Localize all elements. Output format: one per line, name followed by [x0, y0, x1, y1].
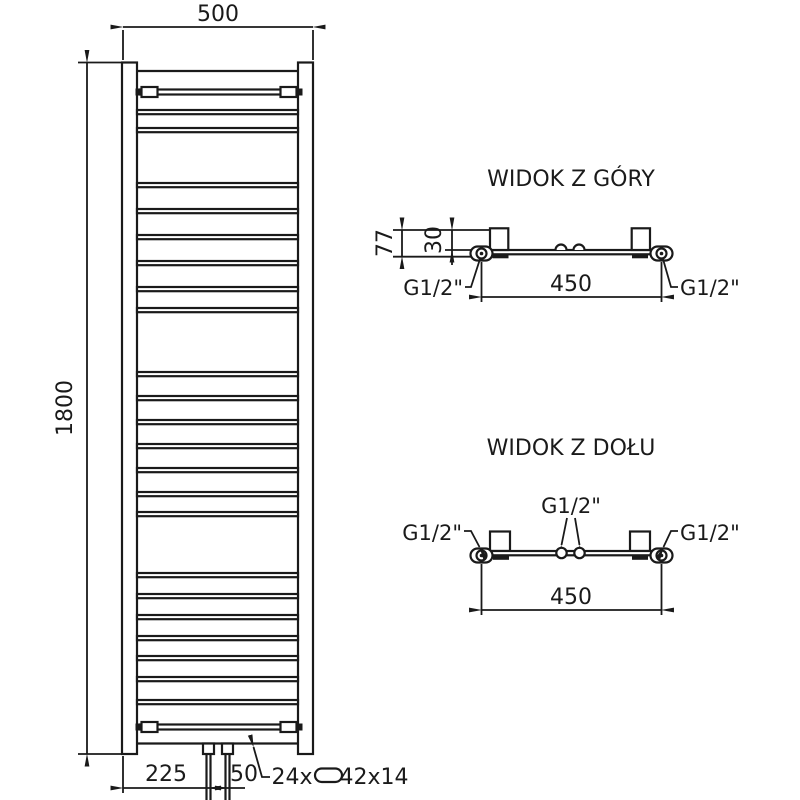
bottom-view: WIDOK Z DOŁU G1/2" G1/2" G1/2" 450 [402, 436, 740, 615]
right-wall-bracket-top-view [630, 227, 652, 252]
right-wall-bracket-bottom-view [628, 530, 652, 553]
bottom-view-center-conn-label: G1/2" [541, 494, 601, 518]
radiator-rung [135, 675, 300, 683]
radiator-rung [135, 285, 300, 293]
vent-bump-right [572, 243, 586, 251]
center-conn-port-right [573, 546, 586, 560]
radiator-rung [135, 466, 300, 474]
radiator-rung [135, 370, 300, 378]
bracket-fitting-right [279, 85, 298, 99]
top-view-right-conn-leader [662, 258, 678, 288]
dim-label-pipe-spacing: 50 [230, 762, 258, 787]
right-connector-dot-bottom-view [659, 553, 664, 558]
rung-tubes [135, 108, 300, 706]
center-conn-leader-left [556, 517, 568, 558]
top-view-left-conn-label: G1/2" [403, 276, 463, 300]
radiator-rung [135, 207, 300, 215]
dim-label-width: 500 [197, 2, 239, 27]
right-connector-dot-top-view [659, 251, 664, 256]
bracket-rung-tube [138, 723, 299, 731]
radiator-rung [135, 418, 300, 426]
bottom-view-left-conn-label: G1/2" [402, 521, 462, 545]
radiator-rung [135, 571, 300, 579]
radiator-rung [135, 442, 300, 450]
right-bracket-foot-top-view [632, 254, 648, 259]
dim-label-height: 1800 [53, 380, 78, 436]
right-pipe-stub [220, 742, 235, 756]
bracket-fitting-left [140, 720, 159, 734]
left-pipe-stub [201, 742, 216, 756]
center-conn-port-left [555, 546, 568, 560]
dim-label-span-top-view: 450 [550, 272, 592, 297]
top-view: WIDOK Z GÓRY 77 30 G1/2" G1/2" 450 [373, 166, 740, 302]
bracket-fitting-left [140, 85, 159, 99]
bracket-rung-endcap-left [135, 723, 142, 731]
radiator-rung [135, 126, 300, 134]
center-conn-leader-right [574, 517, 584, 558]
dim-label-inset: 30 [422, 226, 447, 254]
radiator-rung [135, 490, 300, 498]
bottom-view-right-conn-leader [656, 530, 678, 560]
radiator-rung [135, 181, 300, 189]
bracket-rung-endcap-right [296, 88, 303, 96]
left-wall-bracket-bottom-view [488, 530, 512, 553]
radiator-rung [135, 634, 300, 642]
bracket-rung-endcap-right [296, 723, 303, 731]
tube-row-bar-bottom-view [474, 549, 668, 557]
top-view-left-conn-leader [465, 258, 481, 288]
radiator-rung [135, 259, 300, 267]
right-collector-rail [296, 61, 315, 756]
left-collector-rail [120, 61, 139, 756]
tube-count-label: 24x [271, 765, 312, 790]
radiator-rung [135, 613, 300, 621]
right-bracket-foot-bottom-view [632, 555, 648, 560]
tube-callout-leader [247, 734, 270, 778]
bracket-fitting-right [279, 720, 298, 734]
top-view-title: WIDOK Z GÓRY [487, 166, 655, 192]
bracket-rung-endcap-left [135, 88, 142, 96]
front-view: 500 1800 225 50 24x 42x14 [53, 2, 409, 800]
left-bracket-foot-top-view [492, 254, 509, 259]
dim-label-depth: 77 [373, 229, 398, 257]
dim-label-span-bottom-view: 450 [550, 585, 592, 610]
left-bracket-foot-bottom-view [493, 555, 509, 560]
left-connector-dot-top-view [479, 251, 484, 256]
radiator-rung [135, 654, 300, 662]
bracket-rung [135, 720, 303, 734]
bottom-view-right-conn-label: G1/2" [680, 521, 740, 545]
tube-profile-label: 42x14 [339, 765, 408, 790]
bottom-view-left-conn-leader [464, 530, 488, 560]
vent-bump-left [554, 243, 568, 251]
bottom-view-title: WIDOK Z DOŁU [487, 436, 656, 461]
bracket-rung-tube [138, 88, 299, 96]
bracket-rung [135, 85, 303, 99]
top-view-right-conn-label: G1/2" [680, 276, 740, 300]
bracket-rung-tubes [135, 85, 303, 734]
radiator-rung [135, 698, 300, 706]
radiator-rung [135, 306, 300, 314]
radiator-rung [135, 592, 300, 600]
radiator-rung [135, 108, 300, 116]
tube-profile-icon [313, 767, 344, 784]
dim-label-bottom-offset: 225 [145, 762, 187, 787]
radiator-rung [135, 510, 300, 518]
radiator-rung [135, 233, 300, 241]
left-wall-bracket-top-view [488, 227, 510, 252]
left-connector-dot-bottom-view [479, 553, 484, 558]
radiator-rung [135, 394, 300, 402]
